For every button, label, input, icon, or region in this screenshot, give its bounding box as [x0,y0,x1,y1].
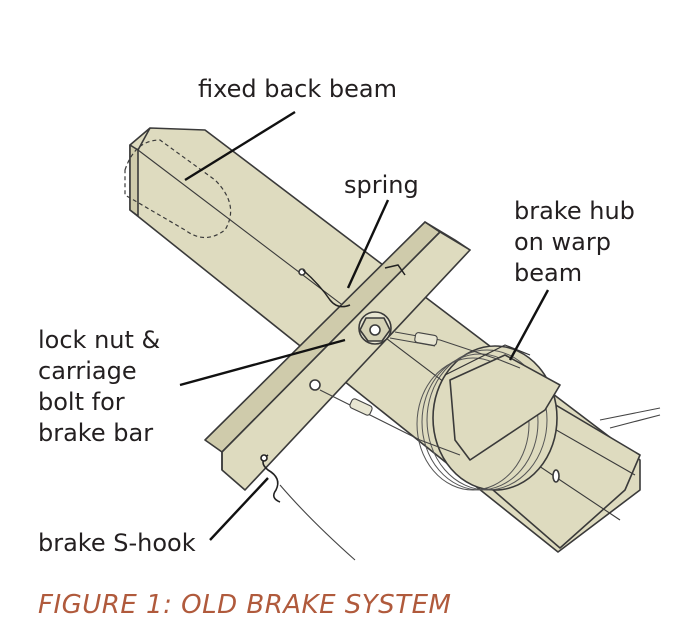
leader-spring [346,199,390,289]
bar-hole [309,379,321,391]
label-lock-nut-line-1: lock nut & [38,326,161,354]
label-brake-hub-line-1: brake hub [514,197,635,225]
spring [302,264,406,308]
beam-hole [298,268,306,276]
label-brake-hub-line-2: on warp [514,228,611,256]
label-spring: spring [344,171,419,199]
figure-caption: FIGURE 1: OLD BRAKE SYSTEM [38,590,452,620]
s-hook [260,454,281,503]
leader-locknut [179,338,346,387]
leader-shook [209,477,269,541]
beam-slot [124,139,232,239]
cables [279,331,661,561]
lock-nut [358,311,392,345]
label-brake-s-hook: brake S-hook [38,529,196,557]
leader-hub [508,289,550,361]
warp-beam-hole [552,469,560,483]
label-lock-nut-line-4: brake bar [38,419,154,447]
brake-bar [204,221,471,491]
label-brake-hub: brake hub on warp beam [514,196,635,289]
label-lock-nut-line-3: bolt for [38,388,125,416]
label-brake-hub-line-3: beam [514,259,583,287]
label-lock-nut: lock nut & carriage bolt for brake bar [38,325,160,449]
label-lock-nut-line-2: carriage [38,357,137,385]
label-fixed-back-beam: fixed back beam [198,75,397,103]
leader-back-beam [184,110,296,182]
leader-lines [179,110,550,541]
brake-hub [416,344,561,491]
